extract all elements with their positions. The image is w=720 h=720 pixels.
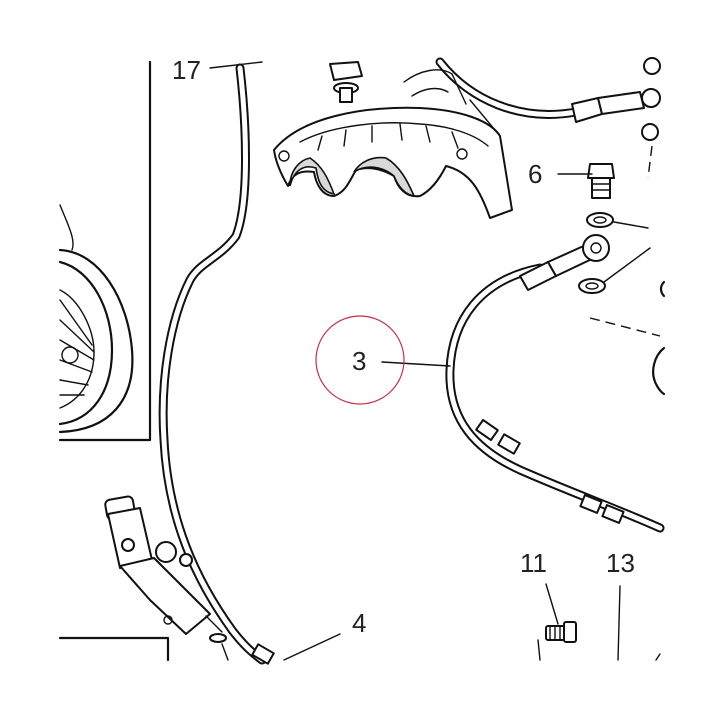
master-cylinder	[104, 495, 229, 661]
hose-upper-right	[435, 57, 661, 179]
callout-11: 11	[520, 548, 547, 578]
brake-disc-spokes	[59, 299, 95, 396]
leader-lines	[209, 61, 661, 661]
callout-3: 3	[352, 346, 366, 376]
lower-inset-box	[58, 636, 170, 662]
hose-3	[445, 234, 665, 533]
callout-4: 4	[352, 608, 366, 638]
callout-6: 6	[528, 159, 542, 189]
callout-13: 13	[606, 548, 635, 578]
wheel-inset	[58, 60, 152, 442]
banjo-bolt-6	[578, 163, 661, 337]
callout-3-highlight	[315, 315, 405, 405]
right-edge-part-top	[659, 280, 666, 298]
nut-top	[329, 61, 363, 103]
right-edge-part	[652, 346, 666, 396]
hose-17	[158, 63, 275, 665]
instrument-bracket	[273, 69, 513, 219]
bolt-11	[537, 621, 577, 661]
callout-17: 17	[172, 55, 201, 85]
